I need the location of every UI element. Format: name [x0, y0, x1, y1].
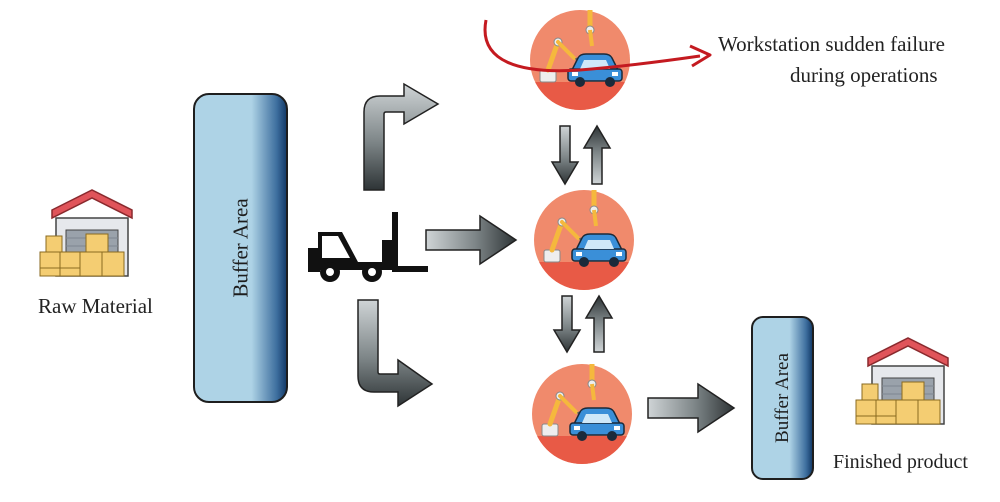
buffer-area-right: Buffer Area: [751, 316, 814, 480]
forklift-icon: [308, 212, 428, 282]
arrow-icon: [363, 82, 440, 191]
arrow-icon: [425, 214, 518, 266]
arrow-icon: [552, 295, 582, 354]
curved-arrow-icon: [483, 19, 701, 73]
robot-arm-car-icon[interactable]: [532, 190, 636, 294]
arrow-icon: [582, 124, 612, 185]
warehouse-icon: [39, 189, 133, 277]
robot-arm-car-icon[interactable]: [528, 10, 632, 114]
buffer-area-left: Buffer Area: [193, 93, 288, 403]
finished-product-label: Finished product: [833, 451, 968, 473]
failure-label-line2: during operations: [790, 63, 938, 87]
arrow-icon: [357, 299, 434, 408]
arrow-icon: [550, 125, 580, 186]
raw-material-label: Raw Material: [38, 294, 153, 318]
arrow-icon: [647, 382, 736, 434]
robot-arm-car-icon[interactable]: [530, 364, 634, 468]
buffer-area-right-label: Buffer Area: [771, 353, 793, 443]
warehouse-icon: [855, 337, 949, 425]
buffer-area-left-label: Buffer Area: [228, 198, 252, 298]
failure-label-line1: Workstation sudden failure: [718, 32, 945, 56]
arrow-icon: [584, 294, 614, 353]
